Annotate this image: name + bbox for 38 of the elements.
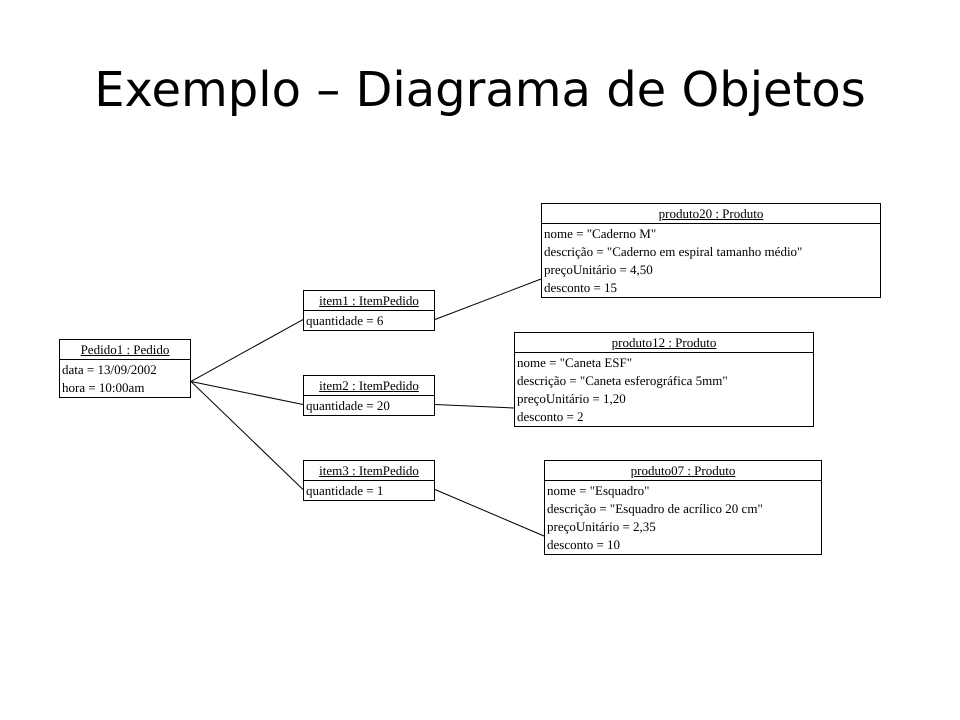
link-line [434, 404, 514, 408]
link-line [190, 319, 304, 382]
object-box [514, 332, 814, 427]
object-name: item1 : ItemPedido [319, 293, 419, 308]
attribute-text: descrição = "Esquadro de acrílico 20 cm" [547, 500, 763, 518]
attribute-text: nome = "Caderno M" [544, 225, 656, 243]
attribute-text: desconto = 10 [547, 536, 620, 554]
link-line [434, 489, 544, 536]
attribute-text: preçoUnitário = 1,20 [517, 390, 626, 408]
attribute-text: quantidade = 20 [306, 397, 390, 415]
object-box [303, 290, 435, 331]
attribute-text: preçoUnitário = 2,35 [547, 518, 656, 536]
attribute-text: hora = 10:00am [62, 379, 144, 397]
link-line [190, 380, 304, 490]
object-box [303, 375, 435, 416]
diagram-title: Exemplo – Diagrama de Objetos [93, 62, 867, 118]
object-name: produto12 : Produto [612, 335, 716, 350]
object-name: produto20 : Produto [658, 206, 764, 221]
attribute-text: descrição = "Caneta esferográfica 5mm" [517, 372, 728, 390]
attribute-text: quantidade = 6 [306, 312, 384, 330]
attribute-text: descrição = "Caderno em espiral tamanho médio" [544, 243, 802, 261]
object-box [544, 460, 822, 555]
object-box [59, 339, 191, 398]
object-box [541, 203, 881, 298]
object-box [303, 460, 435, 501]
link-line [190, 380, 304, 406]
attribute-text: nome = "Esquadro" [547, 482, 650, 500]
object-name: item2 : ItemPedido [319, 378, 419, 393]
link-line [434, 278, 542, 320]
attribute-text: quantidade = 1 [306, 482, 384, 500]
attribute-text: nome = "Caneta ESF" [517, 354, 632, 372]
attribute-text: preçoUnitário = 4,50 [544, 261, 653, 279]
attribute-text: data = 13/09/2002 [62, 361, 157, 379]
attribute-text: desconto = 2 [517, 408, 584, 426]
object-name: produto07 : Produto [630, 463, 736, 478]
attribute-text: desconto = 15 [544, 279, 618, 297]
object-name: Pedido1 : Pedido [80, 342, 170, 357]
object-name: item3 : ItemPedido [319, 463, 419, 478]
